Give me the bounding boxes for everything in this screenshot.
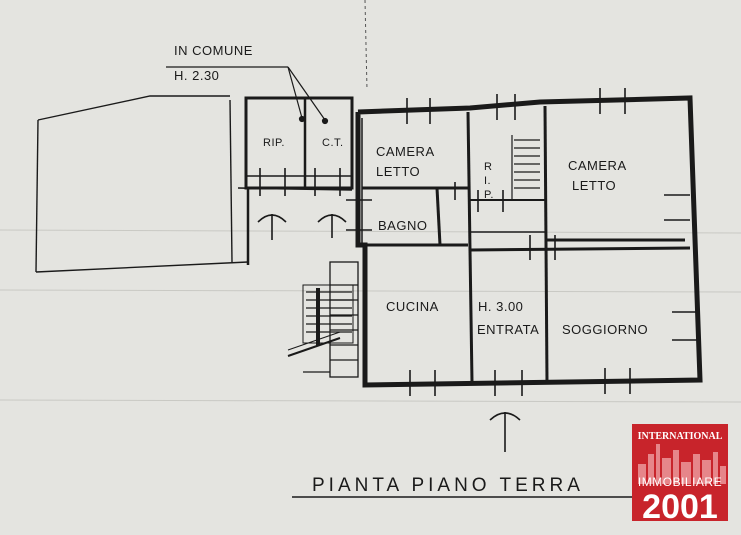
- room-ct: C.T.: [322, 137, 344, 149]
- logo-bottom-text: 2001: [642, 488, 718, 521]
- common-area-label: IN COMUNE: [174, 43, 253, 58]
- inner-stair: [511, 135, 540, 200]
- skyline-icon: [638, 444, 726, 484]
- room-camera-right-line2: LETTO: [572, 178, 616, 193]
- plan-title: PIANTA PIANO TERRA: [312, 475, 584, 496]
- room-bagno: BAGNO: [378, 218, 427, 233]
- common-area-leaders: [166, 66, 329, 125]
- common-height-label: H. 2.30: [174, 68, 219, 83]
- entry-arrows: [257, 214, 521, 452]
- house-walls: [355, 95, 703, 388]
- room-rip-inner-line1: R: [484, 161, 492, 173]
- common-area-block: [237, 96, 354, 265]
- terrace-outline: [35, 95, 249, 273]
- room-rip-inner-line2: I.: [484, 175, 491, 187]
- logo-top-text: INTERNATIONAL: [638, 431, 723, 442]
- room-soggiorno: SOGGIORNO: [562, 322, 648, 337]
- room-rip-inner-line3: P.: [484, 189, 494, 201]
- room-entrata-height: H. 3.00: [478, 299, 523, 314]
- logo-middle-text: IMMOBILIARE: [638, 475, 722, 489]
- outdoor-stair: [287, 261, 359, 378]
- room-camera-left-line1: CAMERA: [376, 144, 435, 159]
- paper-fold-lines: [0, 0, 741, 403]
- room-camera-right-line1: CAMERA: [568, 158, 627, 173]
- agency-logo: INTERNATIONAL IMMOBILIARE 2001: [632, 424, 728, 521]
- room-entrata: ENTRATA: [477, 322, 539, 337]
- room-cucina: CUCINA: [386, 299, 439, 314]
- room-rip-outer: RIP.: [263, 137, 285, 149]
- window-marks: [259, 88, 700, 396]
- room-camera-left-line2: LETTO: [376, 164, 420, 179]
